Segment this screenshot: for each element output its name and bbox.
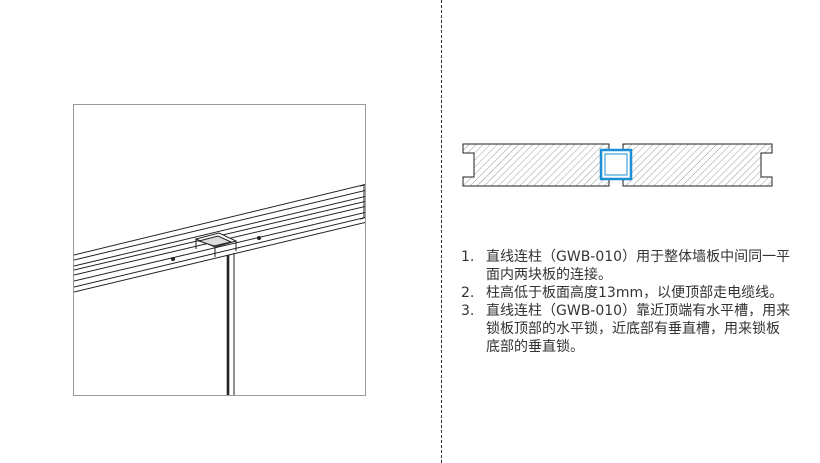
rail-top-inner-edge: [74, 189, 365, 261]
right-panel-section: [622, 143, 773, 187]
notes-list: 1. 直线连柱（GWB-010）用于整体墙板中间同一平面内两块板的连接。 2. …: [461, 248, 791, 356]
note-item: 1. 直线连柱（GWB-010）用于整体墙板中间同一平面内两块板的连接。: [461, 248, 791, 284]
note-item: 3. 直线连柱（GWB-010）靠近顶端有水平槽，用来锁板顶部的水平锁，近底部有…: [461, 302, 791, 356]
rail-upper-face-line: [74, 195, 365, 267]
dashed-divider: [441, 0, 442, 463]
isometric-view-frame: [73, 104, 366, 396]
rail-lower-face-line: [74, 211, 365, 282]
note-item: 2. 柱高低于板面高度13mm，以便顶部走电缆线。: [461, 284, 791, 302]
note-number: 1.: [461, 249, 475, 265]
left-panel-section: [462, 143, 610, 187]
screw-dot-right: [257, 236, 261, 240]
note-text: 直线连柱（GWB-010）用于整体墙板中间同一平面内两块板的连接。: [486, 249, 791, 283]
connector-post-square-hole: [197, 235, 233, 247]
rail-top-edge: [74, 183, 365, 256]
screw-dot-left: [171, 257, 175, 261]
connector-post-hollow: [604, 153, 628, 176]
note-text: 直线连柱（GWB-010）靠近顶端有水平槽，用来锁板顶部的水平锁，近底部有垂直槽…: [486, 303, 791, 355]
note-number: 3.: [461, 303, 475, 319]
section-view-drawing: [462, 143, 773, 187]
note-text: 柱高低于板面高度13mm，以便顶部走电缆线。: [486, 285, 784, 301]
panel-top-edge: [74, 221, 365, 293]
isometric-panel-joint-drawing: [74, 183, 365, 395]
note-number: 2.: [461, 285, 475, 301]
rail-end-cap: [359, 184, 365, 220]
rail-bottom-edge: [74, 216, 365, 288]
